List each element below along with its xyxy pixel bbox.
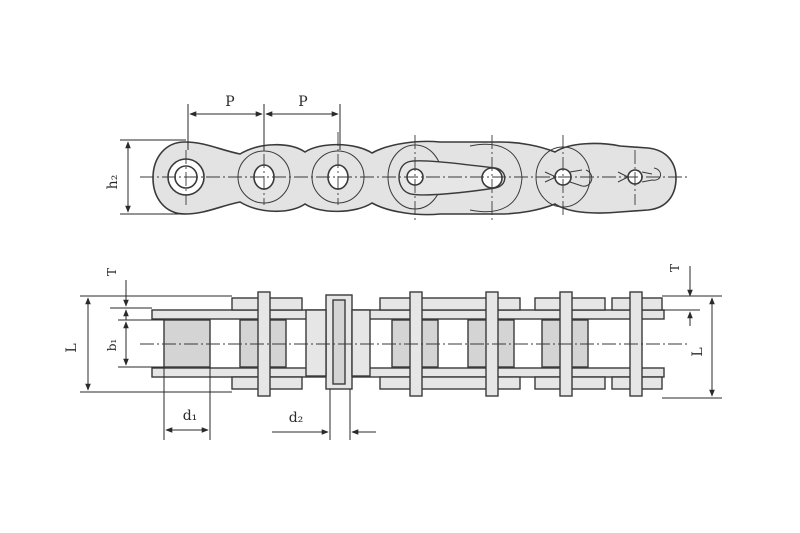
- length-dimension-right: L: [662, 295, 722, 399]
- connecting-pin-core: [332, 299, 346, 385]
- inner-plate-top: [151, 309, 665, 320]
- pitch-dimension: P P: [187, 94, 341, 150]
- thickness-label: T: [105, 268, 119, 276]
- outer-plate-top: [379, 297, 521, 311]
- connecting-link-plate: [305, 309, 327, 377]
- pin-diameter-dimension: d₂: [272, 389, 376, 440]
- cotter-pin: [544, 169, 593, 187]
- height-label: h₂: [105, 175, 121, 190]
- inner-plate-bottom: [151, 367, 665, 378]
- pitch-label: P: [298, 94, 307, 110]
- length-label: L: [64, 343, 80, 352]
- length-label: L: [690, 347, 706, 356]
- roller-diameter-dimension: d₁: [163, 367, 211, 440]
- roller: [163, 319, 211, 368]
- inner-width-label: b₁: [105, 339, 119, 352]
- outer-plate-bottom: [379, 376, 521, 390]
- thickness-dimension-left: T: [105, 268, 152, 320]
- connecting-link-plate: [351, 309, 371, 377]
- roller-diameter-label: d₁: [183, 408, 198, 424]
- thickness-dimension-right: T: [662, 264, 700, 326]
- chain-top-view: L T b₁ L T: [64, 264, 722, 440]
- thickness-label: T: [668, 264, 682, 272]
- inner-width-dimension: b₁: [105, 319, 164, 368]
- pitch-label: P: [225, 94, 234, 110]
- length-dimension-left: L: [64, 295, 232, 393]
- chain-side-view: P P h₂: [105, 94, 690, 222]
- link-plate-edge: [469, 143, 523, 213]
- pin-diameter-label: d₂: [289, 410, 304, 426]
- height-dimension: h₂: [105, 139, 186, 215]
